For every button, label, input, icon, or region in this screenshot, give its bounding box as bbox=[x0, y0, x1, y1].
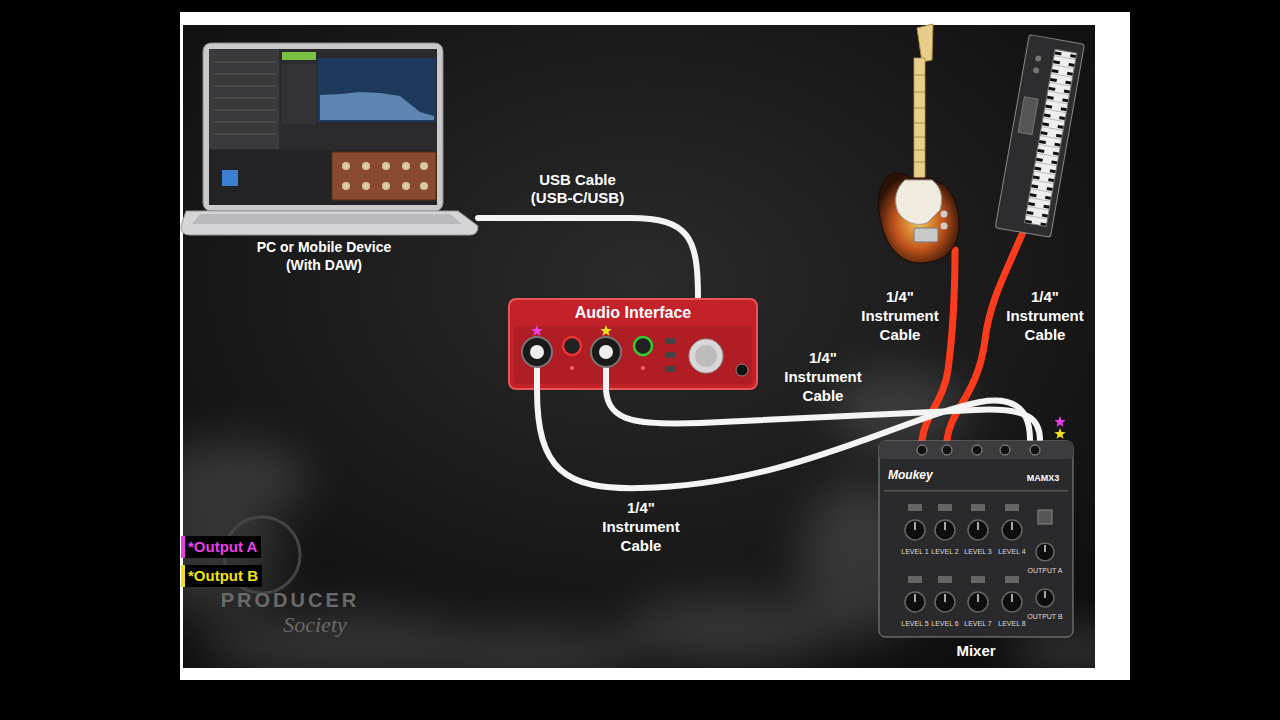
knob-label: LEVEL 6 bbox=[930, 620, 960, 628]
computer-node: PC or Mobile Device (With DAW) bbox=[180, 42, 478, 277]
legend-item: *Output B bbox=[181, 565, 262, 587]
mixer: Mixer Moukey MAMX3LEVEL 1LEVEL 2LEVEL 3 LEV… bbox=[878, 440, 1074, 662]
legend-swatch bbox=[181, 536, 185, 558]
legend-text: *Output B bbox=[188, 565, 258, 587]
cable-label: 1/4" Instrument Cable bbox=[1000, 287, 1090, 344]
cable-label: USB Cable (USB-C/USB) bbox=[520, 171, 635, 207]
legend-item: *Output A bbox=[181, 536, 261, 558]
knob-label: OUTPUT B bbox=[1026, 613, 1064, 621]
guitar bbox=[878, 24, 959, 263]
legend-text: *Output A bbox=[188, 536, 257, 558]
laptop bbox=[181, 43, 478, 235]
knob-label: LEVEL 5 bbox=[900, 620, 930, 628]
knob-label: LEVEL 4 bbox=[997, 548, 1027, 556]
legend-swatch bbox=[181, 565, 185, 587]
output-stars bbox=[1054, 416, 1065, 439]
keyboard bbox=[995, 35, 1084, 238]
interface-label: Audio Interface bbox=[508, 304, 758, 322]
knob-label: LEVEL 2 bbox=[930, 548, 960, 556]
cable-connector bbox=[478, 218, 698, 298]
knob-label: LEVEL 3 bbox=[963, 548, 993, 556]
knob-label: OUTPUT A bbox=[1026, 567, 1064, 575]
brand-name: Moukey bbox=[888, 468, 958, 482]
cable-label: 1/4" Instrument Cable bbox=[596, 498, 686, 555]
watermark: Society bbox=[255, 612, 375, 638]
model-name: MAMX3 bbox=[1018, 473, 1068, 484]
knob-label: LEVEL 1 bbox=[900, 548, 930, 556]
knob-label: LEVEL 8 bbox=[997, 620, 1027, 628]
mixer-label: Mixer bbox=[936, 642, 1016, 660]
frame bbox=[180, 12, 1130, 680]
cable-label: 1/4" Instrument Cable bbox=[778, 348, 868, 405]
device-label: PC or Mobile Device (With DAW) bbox=[239, 238, 409, 274]
cable-label: 1/4" Instrument Cable bbox=[855, 287, 945, 344]
watermark: PRODUCER bbox=[190, 588, 390, 612]
audio-interface: Audio Interface bbox=[508, 298, 760, 390]
knob-label: LEVEL 7 bbox=[963, 620, 993, 628]
dark-ground bbox=[183, 25, 1095, 668]
